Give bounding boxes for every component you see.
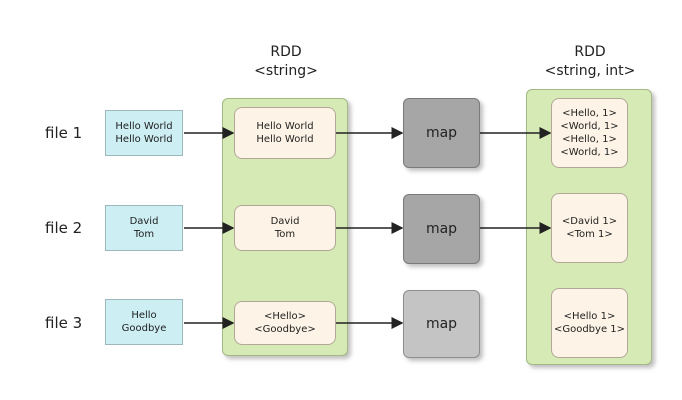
input-line: Tom <box>133 229 155 240</box>
input-line: Hello World <box>115 121 173 132</box>
rdd-pair-line: <David 1> <box>561 216 618 227</box>
rdd-pair-line: <Hello 1> <box>563 311 616 322</box>
rdd-pair-line: <World, 1> <box>560 121 619 132</box>
rdd-string-line: <Hello> <box>263 311 307 322</box>
map-box: map <box>403 194 480 264</box>
rdd-string-line: Hello World <box>256 121 314 132</box>
input-file-box: Hello Goodbye <box>105 299 183 345</box>
map-label: map <box>425 221 458 237</box>
rdd-pair-line: <Hello, 1> <box>562 134 617 145</box>
rdd-string-line: Hello World <box>256 134 314 145</box>
rdd-pair-line: <Goodbye 1> <box>553 324 626 335</box>
rdd-pair-line: <World, 1> <box>560 147 619 158</box>
rdd-string-line: <Goodbye> <box>254 324 316 335</box>
right-rdd-header-title: RDD <box>574 44 606 60</box>
input-line: Hello <box>131 310 157 321</box>
right-rdd-header: RDD <string, int> <box>520 43 660 81</box>
map-label: map <box>425 316 458 332</box>
file-label: file 1 <box>45 124 83 142</box>
file-label: file 2 <box>45 219 83 237</box>
right-rdd-header-type: <string, int> <box>544 63 636 79</box>
rdd-string-item: Hello World Hello World <box>234 107 336 159</box>
left-rdd-header-title: RDD <box>270 44 302 60</box>
rdd-pair-item: <David 1> <Tom 1> <box>551 193 628 263</box>
map-box: map <box>403 98 480 168</box>
rdd-string-item: David Tom <box>234 205 336 251</box>
input-line: Goodbye <box>121 323 167 334</box>
input-line: David <box>129 216 159 227</box>
input-file-box: David Tom <box>105 205 183 251</box>
left-rdd-header: RDD <string> <box>216 43 356 81</box>
file-label: file 3 <box>45 314 83 332</box>
map-label: map <box>425 125 458 141</box>
rdd-string-line: Tom <box>274 229 296 240</box>
input-file-box: Hello World Hello World <box>105 110 183 156</box>
rdd-pair-item: <Hello, 1> <World, 1> <Hello, 1> <World,… <box>551 98 628 168</box>
input-line: Hello World <box>115 134 173 145</box>
rdd-pair-line: <Hello, 1> <box>562 108 617 119</box>
rdd-string-line: David <box>270 216 300 227</box>
left-rdd-header-type: <string> <box>254 63 318 79</box>
rdd-pair-item: <Hello 1> <Goodbye 1> <box>551 288 628 358</box>
rdd-string-item: <Hello> <Goodbye> <box>234 301 336 345</box>
map-box: map <box>403 290 480 358</box>
rdd-pair-line: <Tom 1> <box>566 229 613 240</box>
